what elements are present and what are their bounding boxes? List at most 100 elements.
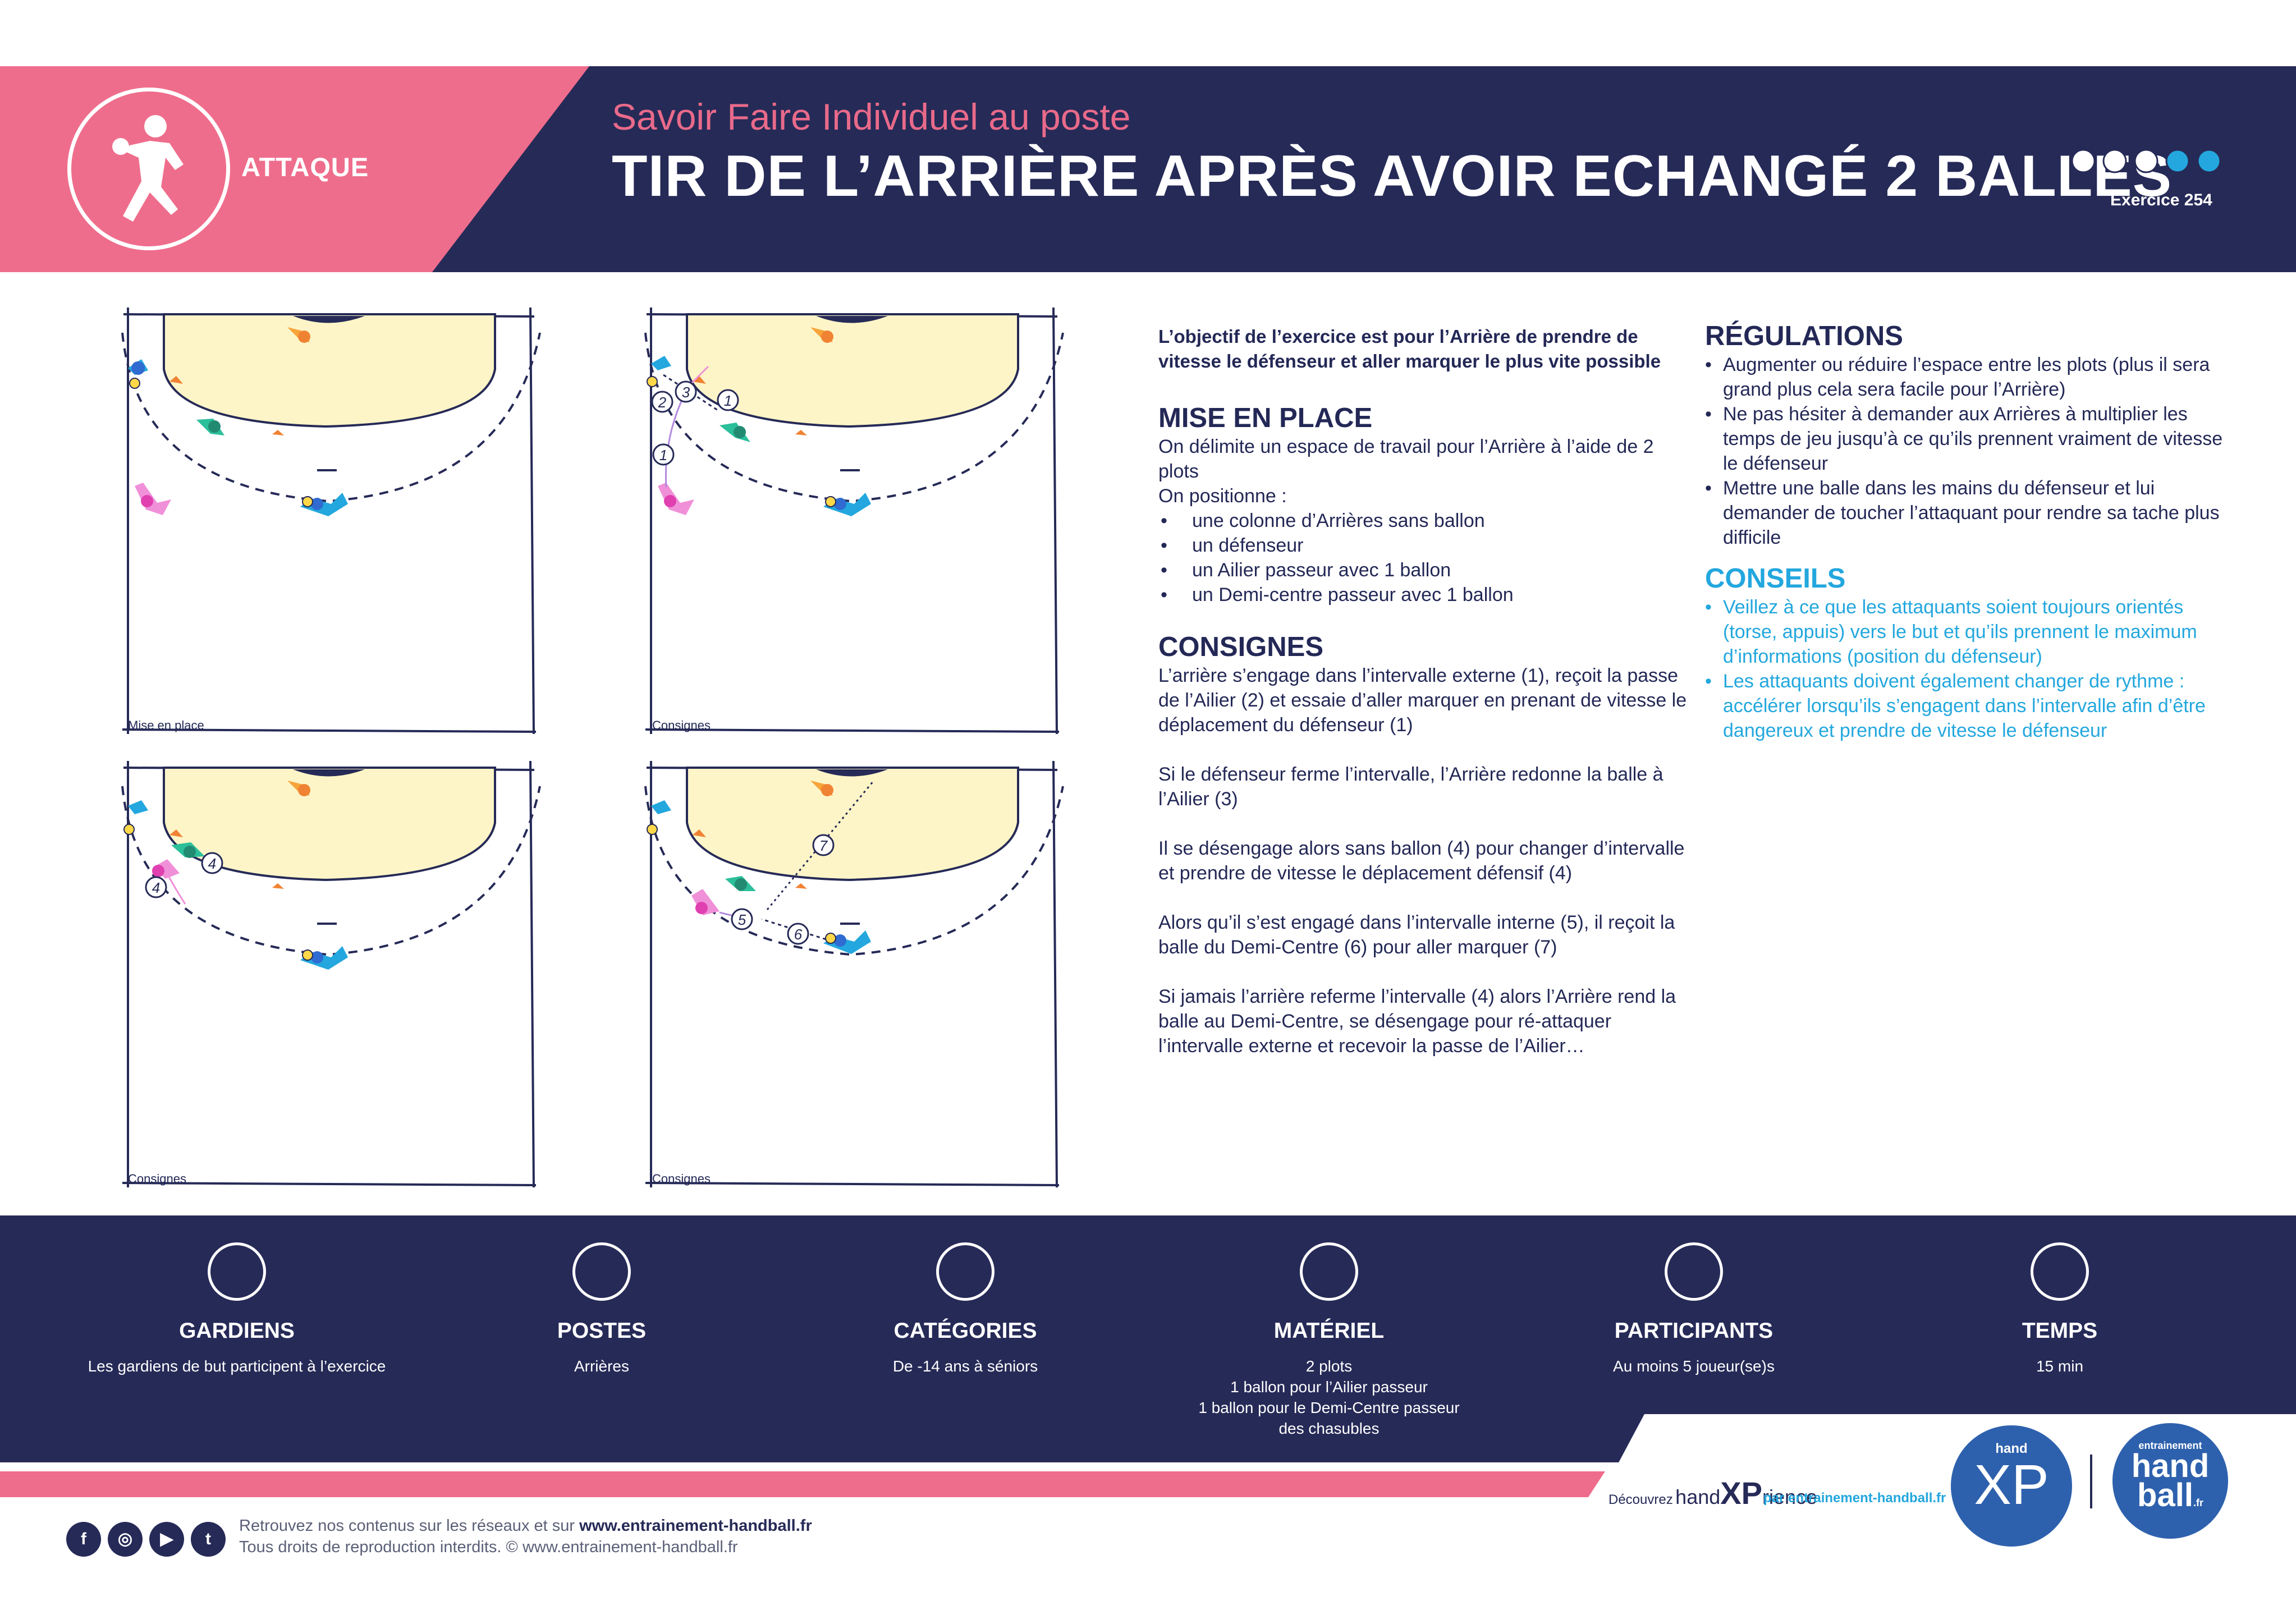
list-item: Augmenter ou réduire l’espace entre les … xyxy=(1705,352,2233,402)
twitter-icon[interactable]: t xyxy=(191,1522,226,1557)
list-item: un défenseur xyxy=(1158,533,1692,558)
category-label: ATTAQUE xyxy=(241,152,369,182)
website-link[interactable]: www.entrainement-handball.fr xyxy=(579,1517,812,1535)
mise-en-place-text-2: On positionne : xyxy=(1158,485,1287,507)
list-item: une colonne d’Arrières sans ballon xyxy=(1158,508,1692,533)
logo-big-text: XP xyxy=(1974,1453,2049,1516)
group-icon xyxy=(936,1242,995,1301)
diagram-label: Mise en place xyxy=(128,718,204,732)
list-item: un Ailier passeur avec 1 ballon xyxy=(1158,558,1692,582)
logo-big-text: hand xyxy=(2131,1448,2210,1484)
court-base xyxy=(121,308,541,735)
svg-text:1: 1 xyxy=(724,392,732,409)
clock-icon xyxy=(2031,1242,2089,1301)
diagram-consignes-1: 1 2 3 1 xyxy=(644,308,1064,735)
court-base xyxy=(121,761,541,1188)
diagram-label: Consignes xyxy=(652,718,711,732)
logo-divider xyxy=(2090,1455,2092,1508)
instagram-icon[interactable]: ◎ xyxy=(108,1522,143,1557)
entrainement-handball-logo[interactable]: entrainement hand ball.fr xyxy=(2112,1423,2228,1539)
regulations-heading: RÉGULATIONS xyxy=(1705,321,1903,351)
facebook-icon[interactable]: f xyxy=(66,1522,101,1557)
exercise-subtitle: Savoir Faire Individuel au poste xyxy=(612,96,1131,137)
stat-participants: PARTICIPANTS Au moins 5 joueur(se)s xyxy=(1514,1242,1873,1377)
handxprience-promo[interactable]: Découvrez handXPrience xyxy=(1608,1475,1817,1511)
svg-text:6: 6 xyxy=(794,926,803,943)
brand-par: par entrainement-handball.fr xyxy=(1763,1490,1946,1506)
stat-categories: CATÉGORIES De -14 ans à séniors xyxy=(786,1242,1145,1377)
list-item: Ne pas hésiter à demander aux Arrières à… xyxy=(1705,402,2233,476)
players xyxy=(123,781,348,970)
consigne-paragraph: Si le défenseur ferme l’intervalle, l’Ar… xyxy=(1158,764,1663,810)
ball-filled-icon xyxy=(2102,149,2127,173)
consigne-paragraph: Alors qu’il s’est engagé dans l’interval… xyxy=(1158,912,1675,958)
stat-postes: POSTES Arrières xyxy=(422,1242,781,1377)
step-markers: 1 2 3 1 xyxy=(651,380,739,466)
svg-text:4: 4 xyxy=(152,879,160,896)
svg-text:2: 2 xyxy=(658,394,667,411)
difficulty-rating xyxy=(2071,149,2221,173)
stat-materiel: MATÉRIEL 2 plots 1 ballon pour l’Ailier … xyxy=(1149,1242,1509,1439)
stat-value: 2 plots 1 ballon pour l’Ailier passeur 1… xyxy=(1198,1357,1460,1437)
stat-label: CATÉGORIES xyxy=(893,1319,1037,1343)
mise-en-place-list: une colonne d’Arrières sans ballon un dé… xyxy=(1158,508,1692,607)
list-item: Veillez à ce que les attaquants soient t… xyxy=(1705,595,2233,669)
stat-label: GARDIENS xyxy=(179,1319,295,1343)
exercise-number: Exercice 254 xyxy=(2110,191,2212,209)
brand-hand: hand xyxy=(1675,1485,1721,1508)
step-markers: 4 4 xyxy=(145,852,223,898)
stat-label: TEMPS xyxy=(2022,1319,2098,1343)
copyright-text: Tous droits de reproduction interdits. ©… xyxy=(239,1538,738,1556)
content-column-left: L’objectif de l’exercice est pour l’Arri… xyxy=(1158,324,1692,1058)
svg-text:4: 4 xyxy=(208,855,216,872)
ball-empty-icon xyxy=(2165,149,2190,173)
svg-text:1: 1 xyxy=(659,447,667,464)
cone-icon xyxy=(1300,1242,1358,1301)
diagram-mise-en-place xyxy=(121,308,541,735)
stat-value: 15 min xyxy=(2036,1357,2084,1375)
ball-filled-icon xyxy=(2134,149,2158,173)
stat-value: Les gardiens de but participent à l’exer… xyxy=(88,1357,386,1375)
diagram-consignes-3: 5 6 7 xyxy=(644,761,1064,1188)
court-base xyxy=(644,308,1064,735)
logo-small-text: hand xyxy=(1995,1441,2028,1456)
ball-empty-icon xyxy=(2197,149,2221,173)
players xyxy=(128,327,348,516)
stat-value: De -14 ans à séniors xyxy=(892,1357,1038,1375)
stat-value: Arrières xyxy=(574,1357,629,1375)
category-logo xyxy=(67,88,230,250)
logo-fr: .fr xyxy=(2193,1497,2203,1508)
objective-text: L’objectif de l’exercice est pour l’Arri… xyxy=(1158,326,1661,371)
content-column-right: RÉGULATIONS Augmenter ou réduire l’espac… xyxy=(1705,320,2233,743)
stat-value: Au moins 5 joueur(se)s xyxy=(1613,1357,1775,1375)
conseils-heading: CONSEILS xyxy=(1705,563,1846,594)
list-item: Les attaquants doivent également changer… xyxy=(1705,669,2233,743)
diagram-consignes-2: 4 4 xyxy=(121,761,541,1188)
stat-label: POSTES xyxy=(557,1319,647,1343)
youtube-icon[interactable]: ▶ xyxy=(149,1522,184,1557)
players xyxy=(647,780,875,954)
court-base xyxy=(644,761,1064,1188)
conseils-list: Veillez à ce que les attaquants soient t… xyxy=(1705,595,2233,743)
player-icon xyxy=(112,115,184,222)
players xyxy=(647,327,871,516)
court-position-icon xyxy=(572,1242,631,1301)
stat-temps: TEMPS 15 min xyxy=(1880,1242,2239,1377)
list-item: un Demi-centre passeur avec 1 ballon xyxy=(1158,582,1692,607)
ball-filled-icon xyxy=(2071,149,2096,173)
footer-text: Retrouvez nos contenus sur les réseaux e… xyxy=(239,1515,812,1558)
stat-label: PARTICIPANTS xyxy=(1614,1319,1773,1343)
list-item: Mettre une balle dans les mains du défen… xyxy=(1705,476,2233,550)
brand-xp: XP xyxy=(1720,1475,1762,1511)
handxp-logo[interactable]: hand XP xyxy=(1951,1425,2072,1547)
logo-small-text: entrainement xyxy=(2138,1440,2202,1451)
consigne-paragraph: Si jamais l’arrière referme l’intervalle… xyxy=(1158,986,1676,1057)
decouvrez-text: Découvrez xyxy=(1608,1492,1673,1507)
footer-pink-bar xyxy=(0,1471,1605,1497)
step-markers: 5 6 7 xyxy=(731,834,835,945)
mise-en-place-heading: MISE EN PLACE xyxy=(1158,403,1373,433)
goalkeeper-icon xyxy=(208,1242,266,1301)
diagram-label: Consignes xyxy=(128,1172,186,1186)
diagram-label: Consignes xyxy=(652,1172,711,1186)
participants-icon xyxy=(1665,1242,1723,1301)
